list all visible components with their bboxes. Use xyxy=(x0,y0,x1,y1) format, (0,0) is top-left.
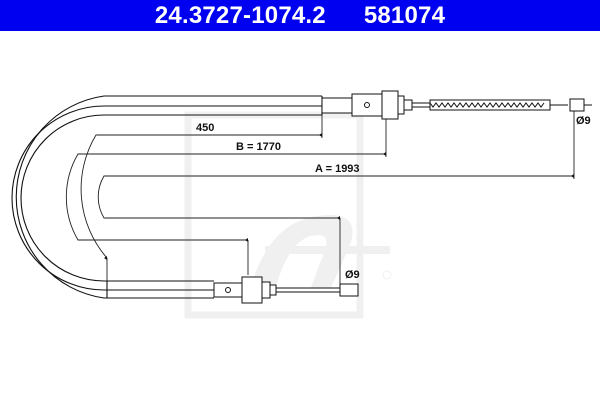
dim-a-label: A = 1993 xyxy=(315,163,360,175)
dim-b-label: B = 1770 xyxy=(236,141,281,153)
dim-450-label: 450 xyxy=(196,122,214,134)
top-diameter-label: Ø9 xyxy=(576,115,591,127)
title-bar: 24.3727-1074.2 581074 xyxy=(0,0,600,31)
dimension-arcs xyxy=(65,100,575,290)
top-end-fitting xyxy=(321,90,592,120)
bottom-diameter-label: Ø9 xyxy=(345,269,360,281)
part-number: 24.3727-1074.2 xyxy=(154,2,326,29)
dimension-arrows xyxy=(104,133,574,260)
bottom-end-fitting xyxy=(213,276,359,304)
reference-number: 581074 xyxy=(363,2,446,29)
